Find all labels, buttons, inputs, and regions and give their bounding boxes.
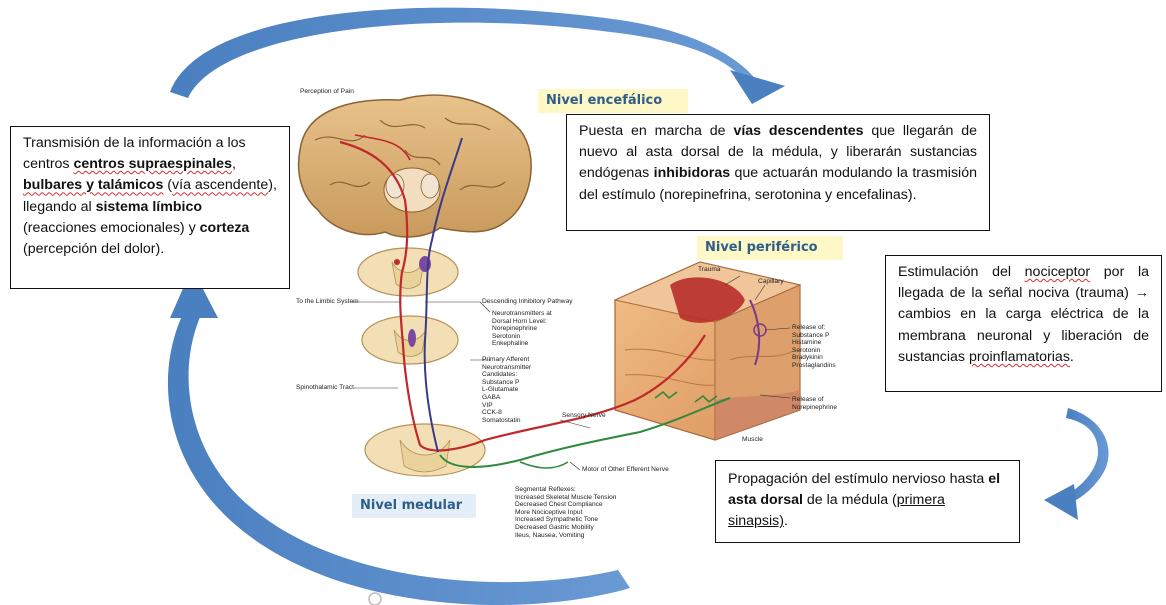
right-text-proinflammatory: proinflamatorias	[969, 349, 1070, 365]
label-motor-nerve: Motor of Other Efferent Nerve	[582, 466, 669, 474]
top-text-1: Puesta en marcha de	[579, 123, 733, 139]
bottom-text-3: de la médula (	[803, 492, 897, 508]
label-release-norepinephrine: Release of Norepinephrine	[792, 396, 837, 411]
label-limbic-system: To the Limbic System	[296, 298, 359, 306]
nociceptor-box: Estimulación del nociceptor por la llega…	[885, 255, 1162, 392]
brain-illustration	[299, 95, 532, 237]
label-release-substances: Release of: Substance P Histamine Seroto…	[792, 324, 836, 370]
ascending-pathway-box: Transmisión de la información a los cent…	[10, 126, 290, 289]
label-muscle: Muscle	[742, 436, 763, 444]
propagation-box: Propagación del estímulo nervioso hasta …	[715, 460, 1020, 543]
label-neurotransmitters: Neurotransmitters at Dorsal Horn Level: …	[492, 310, 552, 348]
level-label-peripheral: Nivel periférico	[697, 236, 843, 260]
label-capillary: Capillary	[758, 278, 784, 286]
left-text-bulbar: bulbares y talámicos	[23, 177, 163, 193]
left-text-ascending: vía ascendente	[172, 177, 268, 193]
arrow-icon: →	[1135, 285, 1149, 301]
left-text-supraspinal: centros supraespinales	[73, 156, 232, 172]
top-arc-arrow	[170, 8, 785, 104]
bottom-text-1: Propagación del estímulo nervioso hasta	[728, 471, 988, 487]
label-segmental-reflexes: Segmental Reflexes: Increased Skeletal M…	[515, 486, 616, 539]
label-sensory-nerve: Sensory Nerve	[562, 412, 606, 420]
left-text-cortex: corteza	[200, 220, 250, 236]
left-text-limbic: sistema límbico	[96, 199, 202, 215]
left-text-3: ,	[232, 156, 236, 172]
top-text-inhibitory: inhibidoras	[654, 165, 730, 181]
top-text-descending: vías descendentes	[733, 123, 863, 139]
left-text-9: (reacciones emocionales) y	[23, 220, 200, 236]
level-label-encephalic: Nivel encefálico	[538, 89, 688, 113]
right-text-6: .	[1070, 349, 1074, 365]
right-text-1: Estimulación del	[898, 264, 1025, 280]
right-text-nociceptor: nociceptor	[1025, 264, 1090, 280]
label-descending-pathway: Descending Inhibitory Pathway	[482, 298, 573, 306]
label-primary-afferent: Primary Afferent Neurotransmitter Candid…	[482, 356, 531, 424]
label-perception-of-pain: Perception of Pain	[300, 88, 354, 96]
right-curved-arrow	[1044, 408, 1109, 520]
left-text-5: (	[163, 177, 172, 193]
left-text-11: (percepción del dolor).	[23, 241, 164, 257]
label-spinothalamic-tract: Spinothalamic Tract	[296, 384, 354, 392]
bottom-text-5: .	[784, 513, 788, 529]
peripheral-tissue	[615, 262, 800, 440]
descending-pathway-box: Puesta en marcha de vías descendentes qu…	[566, 114, 990, 231]
spinal-segments	[358, 248, 485, 476]
level-label-medullary: Nivel medular	[352, 494, 476, 518]
label-trauma: Trauma	[698, 266, 720, 274]
watermark-glyph	[369, 593, 381, 605]
